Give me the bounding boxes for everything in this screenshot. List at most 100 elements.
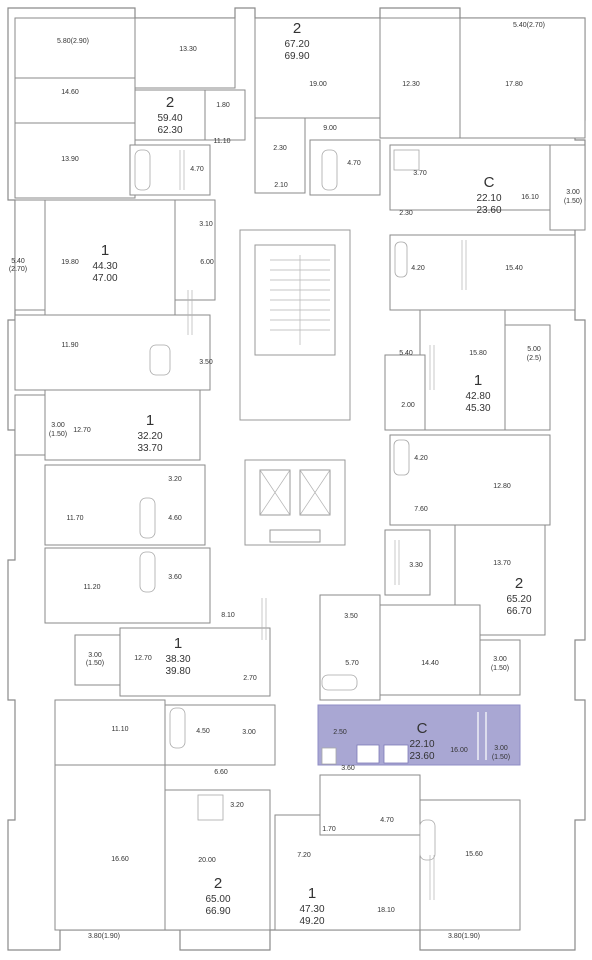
unit-area: 65.00 <box>205 894 230 905</box>
room-area-label: (2.5) <box>527 355 541 362</box>
unit-type: 1 <box>308 885 316 902</box>
outer-walls <box>7 7 586 951</box>
room-area-label: 2.30 <box>273 145 287 152</box>
room-area-label: 9.00 <box>323 125 337 132</box>
room-area-label: 12.70 <box>73 427 91 434</box>
room-area-label: 5.00 <box>527 346 541 353</box>
room-area-label: 4.70 <box>347 160 361 167</box>
room-area-label: 6.00 <box>200 259 214 266</box>
unit-total-area: 69.90 <box>284 51 309 62</box>
room-area-label: 18.10 <box>377 907 395 914</box>
room-area-label: 19.00 <box>309 81 327 88</box>
unit-total-area: 49.20 <box>299 916 324 927</box>
room-area-label: (1.50) <box>564 198 582 205</box>
room-area-label: (1.50) <box>86 660 104 667</box>
room-area-label: 3.60 <box>168 574 182 581</box>
room-area-label: 3.00 <box>88 652 102 659</box>
room-area-label: 17.80 <box>505 81 523 88</box>
room-area-label: 3.00 <box>242 729 256 736</box>
room-area-label: 5.40 <box>399 350 413 357</box>
room-area-label: 12.30 <box>402 81 420 88</box>
room-area-label: 12.70 <box>134 655 152 662</box>
core <box>239 229 351 546</box>
room-area-label: 11.10 <box>112 726 129 733</box>
room-area-label: 11.20 <box>84 584 101 591</box>
unit-area: 59.40 <box>157 113 182 124</box>
room-area-label: 2.30 <box>399 210 413 217</box>
unit-type: 1 <box>146 412 154 429</box>
room-area-label: 15.80 <box>469 350 487 357</box>
unit-total-area: 45.30 <box>465 403 490 414</box>
room-area-label: 2.50 <box>333 729 347 736</box>
unit-total-area: 62.30 <box>157 125 182 136</box>
room-area-label: 2.70 <box>243 675 257 682</box>
room-area-label: 5.80(2.90) <box>57 38 89 45</box>
room-area-label: 7.20 <box>297 852 311 859</box>
unit-walls <box>14 17 586 931</box>
unit-labels: 259.4062.30267.2069.90C22.1023.60144.304… <box>92 20 531 927</box>
room-area-label: 5.40(2.70) <box>513 22 545 29</box>
room-area-label: 14.60 <box>61 89 79 96</box>
room-area-label: 3.50 <box>199 359 213 366</box>
unit-type: C <box>417 720 428 737</box>
room-area-label: 2.10 <box>274 182 288 189</box>
room-area-label: (2.70) <box>9 266 27 273</box>
room-area-label: 13.70 <box>493 560 511 567</box>
unit-total-area: 23.60 <box>476 205 501 216</box>
room-area-label: 4.20 <box>414 455 428 462</box>
room-area-label: (1.50) <box>491 665 509 672</box>
room-area-label: 11.90 <box>62 342 79 349</box>
room-area-label: 1.80 <box>216 102 230 109</box>
room-area-label: 5.40 <box>11 258 25 265</box>
unit-type: 1 <box>101 242 109 259</box>
unit-type: 2 <box>293 20 301 37</box>
room-area-label: 3.60 <box>341 765 355 772</box>
unit-area: 42.80 <box>465 391 490 402</box>
room-area-label: 3.80(1.90) <box>448 933 480 940</box>
room-area-label: 3.10 <box>199 221 213 228</box>
room-area-label: 19.80 <box>61 259 79 266</box>
unit-type: 1 <box>174 635 182 652</box>
room-area-label: 7.60 <box>414 506 428 513</box>
unit-area: 38.30 <box>165 654 190 665</box>
fixtures <box>134 149 467 900</box>
room-area-label: 3.00 <box>493 656 507 663</box>
unit-type: 1 <box>474 372 482 389</box>
room-area-label: 6.60 <box>214 769 228 776</box>
room-area-label: 1.70 <box>322 826 336 833</box>
room-area-label: 3.70 <box>413 170 427 177</box>
room-area-label: 12.80 <box>493 483 511 490</box>
room-area-label: 3.50 <box>344 613 358 620</box>
room-area-label: 14.40 <box>421 660 439 667</box>
unit-type: 2 <box>166 94 174 111</box>
unit-total-area: 47.00 <box>92 273 117 284</box>
room-area-label: 15.40 <box>505 265 523 272</box>
unit-total-area: 66.70 <box>506 606 531 617</box>
room-area-label: 4.70 <box>190 166 204 173</box>
room-area-label: 2.00 <box>401 402 415 409</box>
room-area-label: 8.10 <box>221 612 235 619</box>
room-area-label: 20.00 <box>198 857 216 864</box>
unit-area: 32.20 <box>137 431 162 442</box>
unit-total-area: 23.60 <box>409 751 434 762</box>
room-area-label: 4.20 <box>411 265 425 272</box>
unit-area: 22.10 <box>409 739 434 750</box>
room-area-label: 11.10 <box>214 138 231 145</box>
unit-total-area: 33.70 <box>137 443 162 454</box>
room-area-label: 3.80(1.90) <box>88 933 120 940</box>
room-area-label: 16.60 <box>111 856 129 863</box>
highlighted-unit[interactable] <box>317 704 521 766</box>
room-area-label: 3.00 <box>566 189 580 196</box>
unit-type: C <box>484 174 495 191</box>
room-area-label: 11.70 <box>67 515 84 522</box>
